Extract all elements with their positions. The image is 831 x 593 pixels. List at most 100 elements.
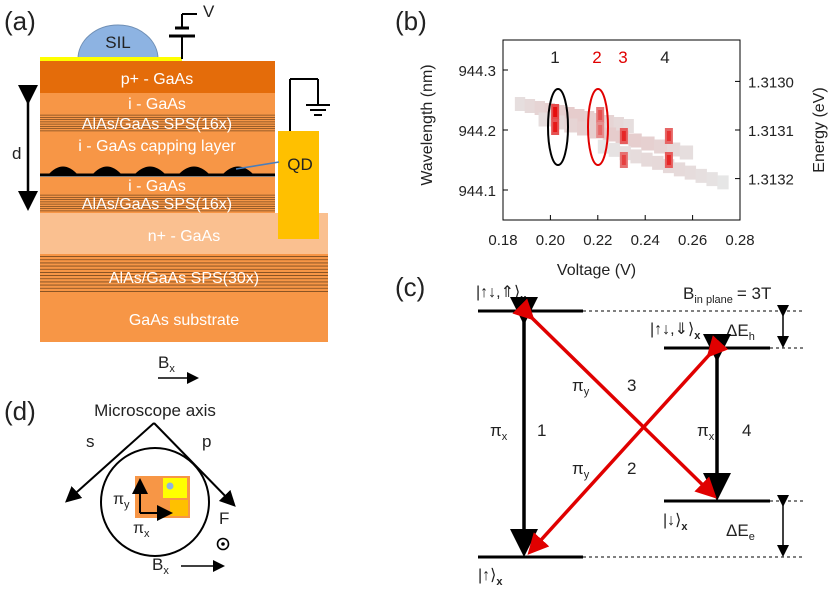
panel-a: (a) SIL V p+ - GaAs i - GaAs AlAs/GaAs S…: [4, 2, 330, 384]
y2-tick-label: 1.3132: [748, 172, 794, 189]
heatmap-band: [695, 168, 707, 183]
heatmap-peak: [621, 155, 626, 165]
d-label: d: [12, 144, 21, 163]
layer-sps-16-bottom-label: AlAs/GaAs SPS(16x): [82, 196, 232, 213]
splitting-e-label: ΔEe: [726, 521, 755, 543]
field-a-b: B: [158, 353, 169, 372]
layer-sps-16-top-label: AlAs/GaAs SPS(16x): [82, 116, 232, 133]
layer-capping-label: i - GaAs capping layer: [78, 138, 236, 155]
peak-ellipse-1: [547, 88, 569, 166]
panel-d-label: (d): [4, 396, 36, 426]
splitting-h-base: ΔE: [726, 321, 749, 340]
transition-4-label: 4: [742, 421, 751, 440]
splitting-h-sub: h: [749, 331, 755, 343]
heatmap-band: [597, 139, 610, 154]
heatmap-band: [554, 105, 565, 119]
splitting-e-sub: e: [749, 531, 755, 543]
y-axis-title: Wavelength (nm): [419, 64, 436, 185]
pol-y-label: πy: [113, 491, 130, 511]
sil-label: SIL: [105, 33, 131, 52]
heatmap-peak: [553, 122, 558, 132]
panel-d: (d) Microscope axis s p πy πx F Bx: [4, 396, 236, 577]
x-tick-label: 0.28: [725, 232, 754, 249]
layer-substrate: [40, 294, 328, 342]
state-trion-x: |↑↓,⇑⟩x: [476, 284, 527, 305]
x-axis-title: Voltage (V): [557, 262, 636, 279]
peak-label-3: 3: [618, 48, 627, 67]
pol-x-sub: x: [144, 528, 150, 540]
sample-contact: [163, 478, 187, 498]
transition-1-pol: πx: [490, 421, 508, 443]
p-label: p: [202, 432, 211, 451]
peak-label-1: 1: [550, 48, 559, 67]
heatmap-band: [534, 101, 545, 115]
heatmap-band: [524, 99, 536, 113]
transition-4-pol: πx: [697, 421, 715, 443]
state-trion-x-text: |↑↓,⇑⟩: [476, 284, 520, 301]
state-up-sub: x: [496, 576, 503, 588]
layer-p-gaas: [40, 61, 275, 93]
splitting-e-base: ΔE: [726, 521, 749, 540]
heatmap-peak: [598, 110, 603, 120]
c-field-value: = 3T: [737, 284, 772, 303]
pol-y-base: π: [113, 491, 124, 508]
out-of-plane-icon: [216, 537, 230, 551]
y2-tick-label: 1.3130: [748, 74, 794, 91]
s-arrow: [65, 422, 155, 503]
layer-i-gaas-top-label: i - GaAs: [128, 96, 186, 113]
layer-i-gaas-bottom: [40, 177, 275, 193]
sps-stripes-top: [40, 114, 275, 132]
y2-axis-title: Energy (eV): [811, 87, 828, 172]
transition-3-arrow: [512, 298, 717, 499]
sil-lens: [77, 24, 159, 60]
f-label: F: [219, 509, 229, 528]
x-tick-label: 0.18: [488, 232, 517, 249]
top-contact: [40, 57, 182, 62]
layer-p-gaas-label: p+ - GaAs: [121, 71, 193, 88]
layer-n-gaas-label: n+ - GaAs: [148, 228, 220, 245]
state-up-text: |↑⟩: [478, 567, 496, 584]
field-d-b: B: [152, 555, 163, 574]
state-trion-x-sub: x: [520, 293, 527, 305]
t3-pol-sub: y: [584, 386, 590, 398]
panel-c-label: (c): [395, 272, 425, 302]
t2-pol-base: π: [572, 459, 584, 478]
heatmap-band: [679, 145, 694, 160]
t1-pol-base: π: [490, 421, 502, 440]
heatmap-band: [538, 112, 552, 127]
state-trion-y-text: |↑↓,⇓⟩: [650, 321, 694, 338]
t4-pol-base: π: [697, 421, 709, 440]
x-tick-label: 0.22: [583, 232, 612, 249]
objective-circle: [100, 447, 210, 557]
state-trion-y: |↑↓,⇓⟩x: [650, 321, 701, 342]
panel-c: (c) Bin plane= 3T |↑↓,⇑⟩x |↑↓,⇓⟩x |↓⟩x |…: [395, 272, 804, 588]
heatmap-band: [628, 133, 642, 148]
splitting-h-label: ΔEh: [726, 321, 755, 343]
heatmap-band: [564, 118, 578, 133]
back-contact: [278, 131, 319, 239]
s-label: s: [86, 432, 95, 451]
heatmap-band: [684, 165, 697, 180]
sps-stripes-30: [40, 256, 328, 292]
t3-pol-base: π: [572, 376, 584, 395]
peak-ellipse-2: [587, 88, 609, 166]
heatmap-band: [673, 162, 686, 177]
microscope-axis-title: Microscope axis: [94, 401, 216, 420]
heatmap-band: [613, 117, 624, 131]
transition-1-label: 1: [537, 421, 546, 440]
y-tick-label: 944.2: [458, 123, 496, 140]
heatmap-band: [717, 175, 729, 190]
heatmap-band: [623, 119, 634, 133]
c-field-sub: in plane: [694, 294, 733, 306]
t2-pol-sub: y: [584, 469, 590, 481]
state-trion-y-sub: x: [694, 330, 701, 342]
heatmap-band: [641, 152, 653, 167]
c-field-label: Bin plane= 3T: [683, 284, 771, 306]
layer-sps-16-bottom: [40, 193, 275, 213]
layer-substrate-label: GaAs substrate: [129, 312, 239, 329]
x-tick-label: 0.26: [678, 232, 707, 249]
peak-label-2: 2: [592, 48, 601, 67]
heatmap-peak: [666, 131, 671, 141]
state-up: |↑⟩x: [478, 567, 503, 588]
